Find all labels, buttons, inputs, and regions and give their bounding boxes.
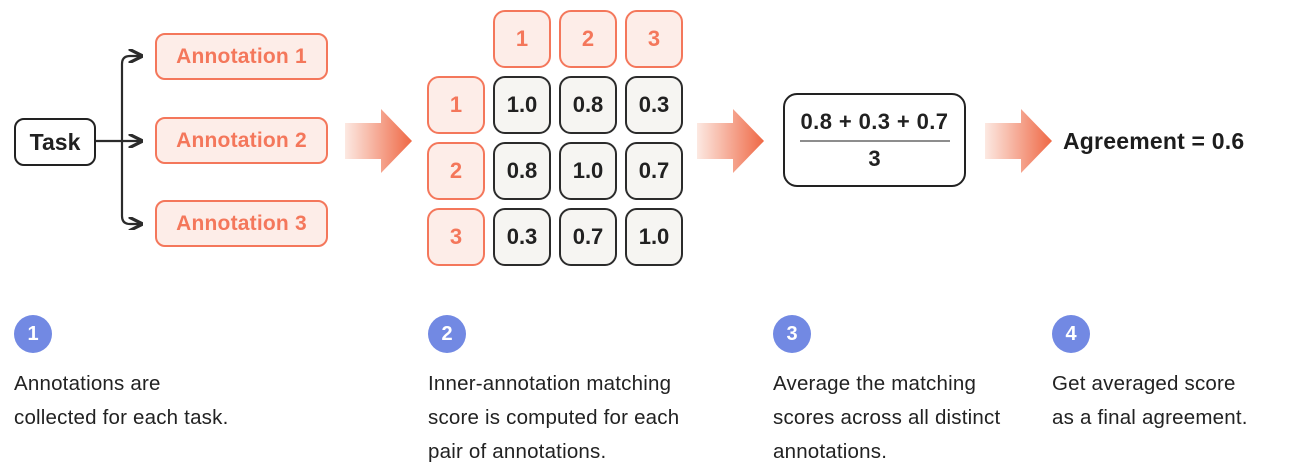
- matching-score-matrix: 1 2 3 1 1.0 0.8 0.3 2 0.8 1.0 0.7 3 0.3 …: [427, 10, 683, 266]
- step-2-badge: 2: [428, 315, 466, 353]
- average-formula-box: 0.8 + 0.3 + 0.7 3: [783, 93, 966, 187]
- step-2-line-1: Inner-annotation matching: [428, 372, 672, 395]
- matrix-col-header: 3: [625, 10, 683, 68]
- matrix-row-header: 1: [427, 76, 485, 134]
- step-4-text: Get averaged score as a final agreement.: [1052, 367, 1306, 435]
- step-2: 2 Inner-annotation matching score is com…: [428, 315, 758, 469]
- matrix-cell: 0.7: [559, 208, 617, 266]
- step-1-badge: 1: [14, 315, 52, 353]
- step-1-line-1: Annotations are: [14, 372, 161, 395]
- annotation-box-3: Annotation 3: [155, 200, 328, 247]
- formula-denominator: 3: [868, 145, 881, 171]
- step-3-text: Average the matching scores across all d…: [773, 367, 1103, 469]
- annotation-label-1: Annotation 1: [176, 44, 307, 68]
- branch-connector-lines: [96, 40, 156, 230]
- step-3: 3 Average the matching scores across all…: [773, 315, 1103, 469]
- matrix-cell: 0.8: [493, 142, 551, 200]
- task-box: Task: [14, 118, 96, 166]
- step-2-line-2: score is computed for each: [428, 406, 680, 429]
- step-1-text: Annotations are collected for each task.: [14, 367, 344, 435]
- step-3-line-2: scores across all distinct: [773, 406, 1001, 429]
- annotation-label-3: Annotation 3: [176, 211, 307, 235]
- fraction-bar: [799, 139, 950, 142]
- agreement-result: Agreement = 0.6: [1063, 128, 1245, 154]
- arrow-right-icon: [345, 109, 412, 173]
- annotation-box-1: Annotation 1: [155, 33, 328, 80]
- arrow-right-icon: [697, 109, 764, 173]
- step-4: 4 Get averaged score as a final agreemen…: [1052, 315, 1306, 435]
- matrix-cell: 1.0: [559, 142, 617, 200]
- step-3-badge: 3: [773, 315, 811, 353]
- step-2-text: Inner-annotation matching score is compu…: [428, 367, 758, 469]
- matrix-col-header: 1: [493, 10, 551, 68]
- formula-numerator: 0.8 + 0.3 + 0.7: [800, 108, 949, 134]
- arrow-right-icon: [985, 109, 1052, 173]
- matrix-cell: 0.3: [493, 208, 551, 266]
- step-2-line-3: pair of annotations.: [428, 440, 607, 463]
- step-4-line-1: Get averaged score: [1052, 372, 1236, 395]
- matrix-cell: 0.3: [625, 76, 683, 134]
- matrix-cell: 0.7: [625, 142, 683, 200]
- matrix-cell: 1.0: [493, 76, 551, 134]
- annotation-box-2: Annotation 2: [155, 117, 328, 164]
- matrix-cell: 1.0: [625, 208, 683, 266]
- task-label: Task: [29, 128, 81, 155]
- step-3-line-1: Average the matching: [773, 372, 977, 395]
- step-4-line-2: as a final agreement.: [1052, 406, 1248, 429]
- matrix-col-header: 2: [559, 10, 617, 68]
- step-1: 1 Annotations are collected for each tas…: [14, 315, 344, 435]
- step-4-badge: 4: [1052, 315, 1090, 353]
- matrix-cell: 0.8: [559, 76, 617, 134]
- annotation-label-2: Annotation 2: [176, 128, 307, 152]
- matrix-row-header: 2: [427, 142, 485, 200]
- matrix-corner-spacer: [427, 10, 485, 68]
- matrix-row-header: 3: [427, 208, 485, 266]
- step-1-line-2: collected for each task.: [14, 406, 229, 429]
- step-3-line-3: annotations.: [773, 440, 888, 463]
